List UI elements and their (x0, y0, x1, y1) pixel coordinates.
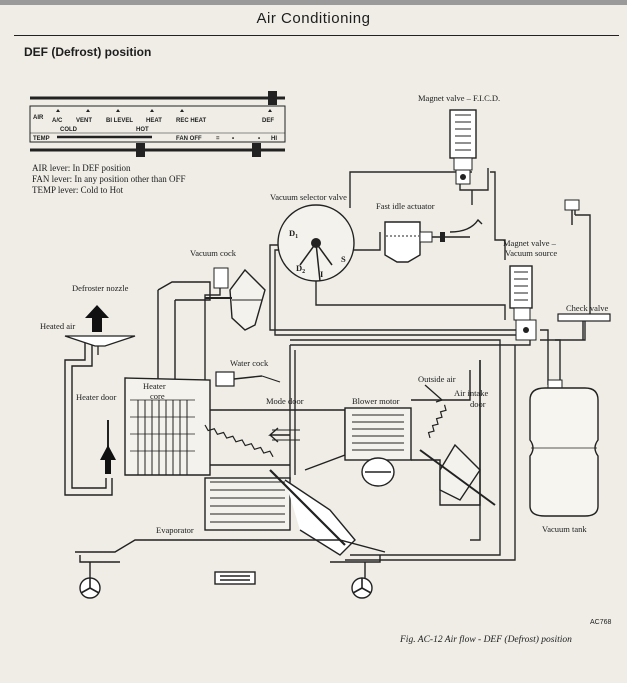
label-heater-core-1: Heater (143, 381, 166, 391)
control-panel-face (29, 105, 286, 143)
air-label: AIR (33, 115, 44, 121)
temp-lever-knob (136, 143, 145, 157)
svg-text:=: = (216, 136, 220, 142)
air-pos-def: DEF (262, 118, 274, 124)
page-title: Air Conditioning (256, 10, 371, 27)
fan-lever-knob (252, 143, 261, 157)
figure-code: AC768 (590, 619, 612, 626)
section-title: DEF (Defrost) position (24, 45, 152, 59)
fast-idle-actuator (384, 218, 483, 263)
label-evaporator: Evaporator (156, 525, 194, 535)
lever-note-air: AIR lever: In DEF position (32, 163, 131, 173)
label-heater-door: Heater door (76, 392, 117, 402)
label-defroster-nozzle: Defroster nozzle (72, 283, 129, 293)
temp-label: TEMP (33, 136, 50, 142)
defroster-funnel (64, 335, 136, 355)
port-s: S (341, 254, 346, 264)
label-vacuum-cock: Vacuum cock (190, 248, 237, 258)
fan-off-label: FAN OFF (176, 136, 202, 142)
vacuum-selector-valve: D1 D2 S I (277, 204, 355, 282)
label-magnet-valve-ficd: Magnet valve – F.I.C.D. (418, 93, 500, 103)
water-cock (215, 371, 281, 387)
label-magnet-valve-vacuum-2: Vacuum source (505, 248, 557, 258)
label-fast-idle-actuator: Fast idle actuator (376, 201, 435, 211)
label-air-intake-door-1: Air intake (454, 388, 488, 398)
label-vacuum-selector-valve: Vacuum selector valve (270, 192, 347, 202)
label-mode-door: Mode door (266, 396, 304, 406)
intake-coil (427, 404, 447, 439)
vacuum-cock (205, 267, 266, 331)
label-check-valve: Check valve (566, 303, 608, 313)
lever-notes: AIR lever: In DEF position FAN lever: In… (32, 163, 186, 196)
air-pos-vent: VENT (76, 118, 92, 124)
header-rule (14, 35, 619, 36)
heated-air-arrow (85, 305, 109, 332)
port-d1: D1 (289, 228, 298, 240)
floor-vent-right (351, 577, 373, 599)
ducting (64, 281, 496, 585)
port-d2: D2 (296, 263, 305, 275)
lever-note-fan: FAN lever: In any position other than OF… (32, 174, 186, 184)
temp-cold-label: COLD (60, 127, 78, 133)
figure-caption: Fig. AC-12 Air flow - DEF (Defrost) posi… (400, 635, 572, 645)
label-magnet-valve-vacuum-1: Magnet valve – (503, 238, 557, 248)
label-air-intake-door-2: door (470, 399, 486, 409)
air-pos-ac: A/C (52, 118, 63, 124)
mode-door-coil (204, 424, 274, 458)
magnet-valve-vacuum-source (509, 265, 537, 341)
fan-hi-label: HI (271, 136, 277, 142)
mode-door-arrow (268, 427, 300, 443)
label-outside-air: Outside air (418, 374, 456, 384)
floor-vent-left (79, 577, 101, 599)
svg-text:•: • (232, 136, 234, 142)
label-heated-air: Heated air (40, 321, 75, 331)
lever-note-temp: TEMP lever: Cold to Hot (32, 185, 124, 195)
air-lever-knob (268, 91, 277, 105)
temp-hot-label: HOT (136, 127, 149, 133)
magnet-valve-ficd (449, 109, 477, 185)
air-pos-bilevel: BI LEVEL (106, 118, 133, 124)
label-water-cock: Water cock (230, 358, 269, 368)
svg-text:•: • (258, 136, 260, 142)
label-vacuum-tank: Vacuum tank (542, 524, 587, 534)
air-pos-recheat: REC HEAT (176, 118, 207, 124)
port-i: I (320, 269, 324, 279)
top-bar (0, 0, 627, 5)
control-panel: AIR A/C VENT BI LEVEL HEAT REC HEAT DEF … (29, 91, 286, 157)
check-valve (557, 199, 611, 340)
air-pos-heat: HEAT (146, 118, 162, 124)
heater-door (100, 420, 116, 474)
vacuum-tank (529, 379, 599, 517)
label-heater-core-2: core (150, 391, 165, 401)
label-blower-motor: Blower motor (352, 396, 400, 406)
outside-air-arrow (424, 384, 444, 403)
